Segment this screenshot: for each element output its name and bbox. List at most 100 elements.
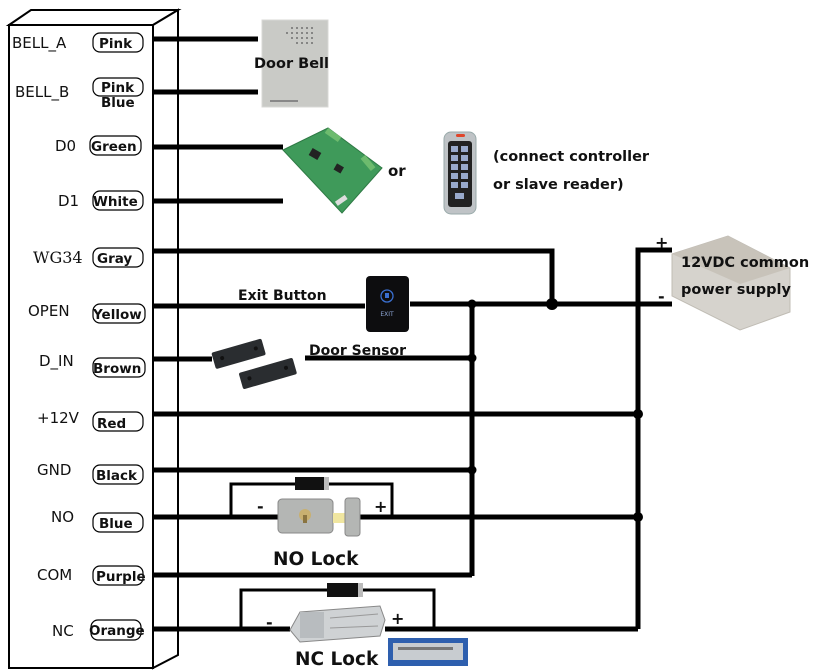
no-lock-bolt — [333, 513, 345, 523]
power-supply-top — [672, 236, 790, 284]
power-supply-label-line2: power supply — [681, 282, 791, 298]
exit-button-image — [366, 276, 409, 332]
pin-label-bell-b: BELL_B — [15, 83, 69, 102]
junction-dot — [633, 409, 643, 419]
door-bell-label: Door Bell — [254, 56, 329, 72]
exit-button-device: Exit Button EXIT — [238, 276, 409, 332]
exit-face-text: EXIT — [380, 311, 394, 318]
wire-color-bell-b-alt: Blue — [101, 95, 135, 111]
wire-color-wg34: Gray — [97, 251, 132, 267]
wires — [152, 36, 672, 632]
wire-badge-orange — [90, 619, 142, 641]
no-lock-diode-band — [324, 477, 329, 490]
hand-push-icon — [380, 289, 394, 303]
wire-color-open: Yellow — [92, 307, 142, 323]
keypad-keys-icon — [451, 146, 468, 199]
wire-badge-green — [89, 135, 142, 156]
pin-label-wg34: WG34 — [33, 248, 83, 267]
wire-badge-red — [92, 411, 144, 432]
maglock-plate — [398, 647, 453, 650]
wire-badge-yellow — [92, 303, 146, 324]
wire-color-d0: Green — [91, 139, 137, 155]
wire-badge-pink — [92, 32, 144, 53]
pin-label-nc: NC — [52, 622, 74, 640]
pin-label-bell-a: BELL_A — [12, 34, 67, 53]
pin-label-d-in: D_IN — [39, 352, 74, 371]
wire-badge-white — [92, 190, 144, 211]
pcb-chip — [308, 148, 322, 160]
power-supply-label-line1: 12VDC common — [681, 255, 809, 271]
no-lock-strike — [344, 497, 361, 537]
wire-color-d1: White — [93, 194, 138, 210]
wire-color-nc: Orange — [89, 623, 145, 639]
door-sensor-magnet — [239, 358, 297, 389]
no-lock-plus: + — [374, 497, 387, 516]
wire-color-d-in: Brown — [93, 361, 141, 377]
no-lock-minus: - — [257, 497, 264, 516]
junction-dot — [633, 512, 643, 522]
nc-lock-minus: - — [266, 613, 273, 632]
keypad-led-icon — [456, 134, 465, 137]
wire-badge-purple — [92, 565, 144, 586]
pin-label-d0: D0 — [55, 137, 76, 155]
door-sensor-device: Door Sensor — [211, 338, 406, 389]
door-bell-grille-icon — [286, 27, 313, 44]
no-lock-device: - + NO Lock — [257, 497, 387, 570]
door-sensor-image — [211, 338, 266, 369]
pcb-chip — [333, 163, 344, 174]
reader-note-line1: (connect controller — [493, 149, 650, 165]
nc-lock-body — [300, 612, 324, 638]
nc-lock-line — [329, 625, 379, 629]
controller-pcb-image — [282, 127, 383, 214]
junction-dot — [467, 299, 477, 309]
pcb-terminal — [324, 127, 342, 143]
nc-lock-device: - + NC Lock — [266, 605, 468, 670]
wire-badge-brown — [92, 357, 146, 378]
wire-badge-gray — [92, 247, 144, 268]
no-lock-label: NO Lock — [273, 549, 359, 570]
no-lock-diode — [295, 477, 328, 490]
junction-dot — [546, 298, 558, 310]
hand-push-icon-detail — [385, 293, 389, 298]
keypad-reader-device: (connect controller or slave reader) — [443, 131, 650, 215]
pin-label-no: NO — [51, 508, 74, 526]
door-bell-image — [261, 19, 329, 108]
door-sensor-label: Door Sensor — [309, 343, 406, 359]
wire-12v-bus — [635, 247, 672, 629]
wire-color-com: Purple — [96, 569, 146, 585]
nc-lock-plus: + — [391, 609, 404, 628]
wire-badge-pink-blue — [92, 77, 144, 97]
power-supply-device: + - 12VDC common power supply — [655, 233, 809, 331]
or-label: or — [388, 162, 406, 180]
pin-list: BELL_A Pink BELL_B Pink Blue D0 Green D1… — [12, 32, 146, 641]
wire-color-bell-b: Pink — [101, 80, 135, 96]
wire-color-12v: Red — [97, 416, 126, 432]
nc-lock-diode-band — [358, 583, 363, 597]
maglock-body — [393, 643, 463, 660]
pin-label-open: OPEN — [28, 302, 70, 320]
wire-color-bell-a: Pink — [99, 36, 133, 52]
nc-lock-label: NC Lock — [295, 649, 379, 670]
controller-pcb-device: or — [282, 127, 406, 214]
pin-label-d1: D1 — [58, 192, 79, 210]
reader-note-line2: or slave reader) — [493, 177, 624, 193]
psu-minus-label: - — [658, 287, 665, 306]
controller-box — [5, 8, 182, 670]
nc-lock-diode — [327, 583, 360, 597]
wire-badge-blue — [92, 512, 144, 533]
junction-dot — [467, 353, 477, 363]
psu-plus-label: + — [655, 233, 668, 252]
pin-label-com: COM — [37, 566, 72, 584]
door-bell-brand-mark — [270, 100, 298, 102]
exit-button-label: Exit Button — [238, 288, 327, 304]
junction-dot — [467, 465, 477, 475]
pin-label-gnd: GND — [37, 461, 71, 479]
wire-wg34 — [152, 248, 555, 304]
junctions — [467, 298, 643, 522]
wire-color-gnd: Black — [96, 468, 138, 484]
keyhole-slot — [303, 515, 307, 523]
pcb-terminal — [360, 154, 376, 172]
pin-label-12v: +12V — [37, 409, 80, 427]
door-bell-device: Door Bell — [254, 19, 329, 108]
